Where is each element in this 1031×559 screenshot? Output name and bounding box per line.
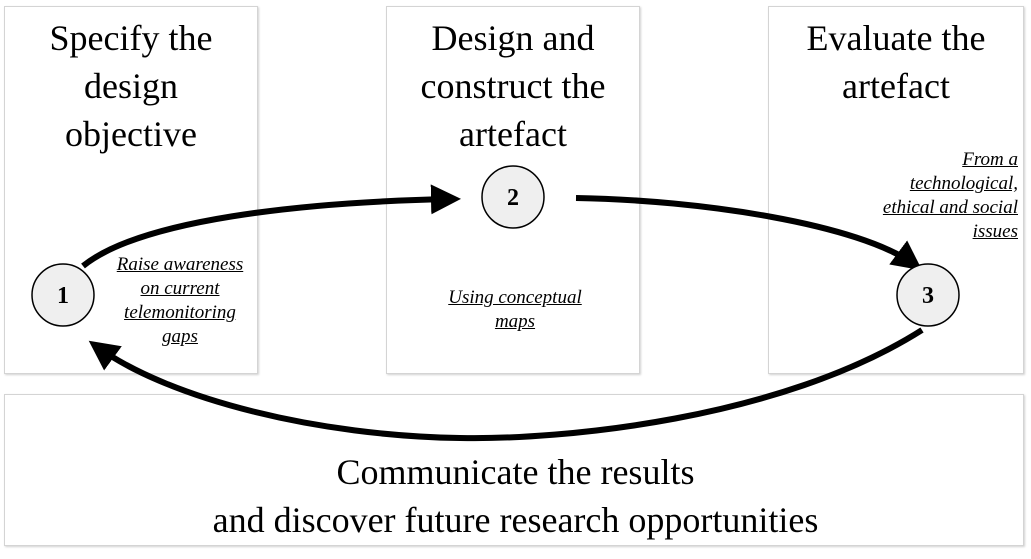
stage-title-design: Design and construct the artefact xyxy=(420,18,606,154)
arrow-2-to-3 xyxy=(575,195,923,271)
stage-panel-evaluate xyxy=(768,6,1024,374)
stage-note-design: Using conceptual maps xyxy=(448,287,582,332)
stage-title-specify: Specify the design objective xyxy=(49,18,213,154)
step-node-2: 2 xyxy=(481,165,545,229)
stage-note-evaluate: From a technological, ethical and social… xyxy=(882,149,1018,242)
arrow-3-to-1 xyxy=(88,327,924,442)
stage-title-evaluate: Evaluate the artefact xyxy=(806,18,986,106)
arrow-1-to-2 xyxy=(81,184,461,269)
step-number-3: 3 xyxy=(922,283,934,309)
step-number-1: 1 xyxy=(57,283,69,309)
step-node-1: 1 xyxy=(31,263,95,327)
step-node-3: 3 xyxy=(896,263,960,327)
stage-note-specify: Raise awareness on current telemonitorin… xyxy=(116,254,244,347)
stage-title-communicate: Communicate the results and discover fut… xyxy=(212,452,819,540)
step-number-2: 2 xyxy=(507,185,519,211)
stage-panel-communicate xyxy=(4,394,1024,546)
